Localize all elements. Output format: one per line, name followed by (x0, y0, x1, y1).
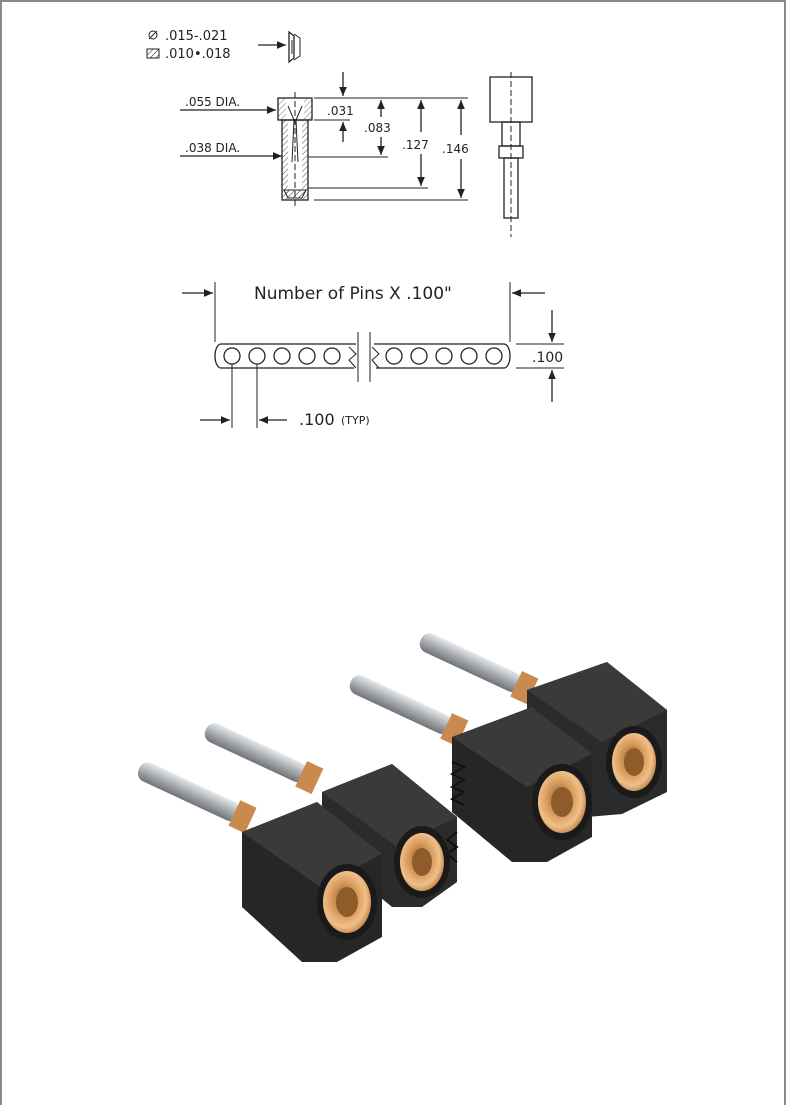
dim-083-label: .083 (364, 121, 391, 135)
left-connector-pair (137, 723, 459, 962)
strip-height-label: .100 (532, 350, 563, 366)
legend-round: .015-.021 (148, 29, 228, 44)
dia-038-callout: .038 DIA. (180, 141, 282, 160)
front-view (489, 72, 533, 237)
circle-slash-icon (148, 30, 158, 40)
dim-127-label: .127 (402, 138, 429, 152)
dim-146-label: .146 (442, 142, 469, 156)
legend-square: .010•.018 (146, 47, 231, 62)
pitch-label: .100 (299, 410, 335, 429)
pitch-note: (TYP) (341, 414, 370, 427)
pin-tip-callout (258, 30, 301, 64)
height-dimensions: .031 .083 .127 .146 (308, 72, 469, 201)
strip-view: Number of Pins X .100" (182, 282, 564, 429)
round-range-label: .015-.021 (165, 29, 228, 44)
side-section-view (277, 92, 313, 207)
dia-055-callout: .055 DIA. (180, 95, 276, 114)
dia-bottom-label: .038 DIA. (185, 141, 240, 155)
dim-031-label: .031 (327, 104, 354, 118)
technical-drawing: .015-.021 .010•.018 (146, 29, 564, 429)
right-connector-pair (349, 633, 667, 862)
strip-length-label: Number of Pins X .100" (254, 284, 452, 304)
square-range-label: .010•.018 (165, 47, 231, 62)
hatched-square-icon (146, 48, 160, 59)
dia-top-label: .055 DIA. (185, 95, 240, 109)
